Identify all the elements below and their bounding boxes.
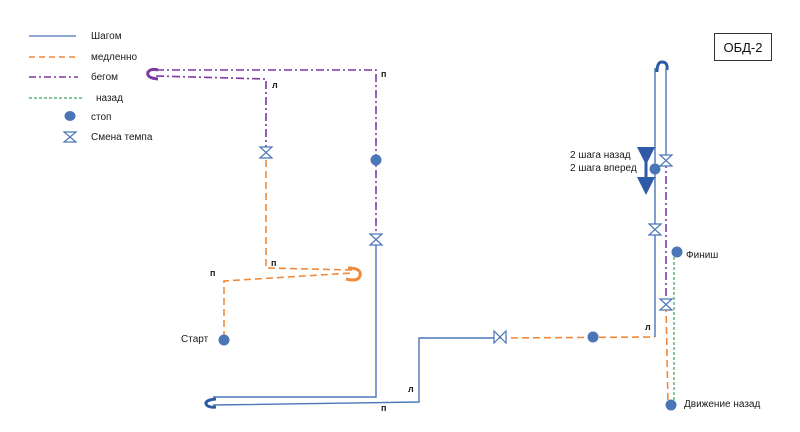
- stop-steps-icon: [649, 163, 661, 175]
- turn-label-left: л: [645, 322, 651, 332]
- stop-start-icon: [218, 334, 230, 346]
- u-turn-purple-icon: [146, 67, 159, 81]
- steps-forward-label: 2 шага вперед: [570, 163, 637, 174]
- title-badge: ОБД-2: [714, 33, 772, 61]
- stop-run-icon: [370, 154, 382, 166]
- route-run-top: [155, 75, 267, 153]
- tempo-change-center-icon: [368, 233, 384, 246]
- route-slow-start: [223, 272, 353, 338]
- finish-label: Финиш: [686, 250, 718, 261]
- u-turn-blue-left-icon: [204, 397, 217, 409]
- tempo-change-right1-icon: [658, 154, 674, 167]
- tempo-change-bottom-icon: [493, 329, 507, 345]
- route-run-right: [156, 69, 377, 240]
- turn-label-left: л: [272, 80, 278, 90]
- legend-stop-icon: [64, 111, 76, 121]
- legend: Шагом медленно бегом назад стоп Смена те…: [29, 31, 153, 143]
- turn-label-right: п: [381, 69, 386, 79]
- stop-bottom-icon: [587, 331, 599, 343]
- stop-backward-icon: [665, 399, 677, 411]
- turn-label-right: п: [381, 403, 386, 413]
- u-turn-orange-icon: [345, 266, 362, 282]
- turn-label-right: п: [271, 258, 276, 268]
- steps-back-label: 2 шага назад: [570, 150, 631, 161]
- tempo-change-right2-icon: [647, 223, 663, 236]
- legend-tempo-icon: [62, 131, 78, 143]
- route-slow-right-down: [665, 304, 669, 406]
- turn-label-left: л: [408, 384, 414, 394]
- route-slow-return: [265, 153, 353, 271]
- stop-finish-icon: [671, 246, 683, 258]
- legend-walk-label: Шагом: [91, 31, 122, 42]
- route-slow-bottom: [499, 336, 656, 339]
- route-walk-return: [212, 337, 500, 406]
- start-label: Старт: [181, 334, 209, 345]
- legend-tempo-label: Смена темпа: [91, 132, 153, 143]
- legend-back-label: назад: [96, 93, 123, 104]
- route-walk-down: [213, 240, 377, 398]
- legend-stop-label: стоп: [91, 112, 111, 123]
- backward-move-label: Движение назад: [684, 399, 760, 410]
- u-turn-blue-top-icon: [655, 60, 669, 73]
- tempo-change-left-icon: [258, 146, 274, 159]
- legend-run-label: бегом: [91, 71, 118, 83]
- turn-label-right: п: [210, 268, 215, 278]
- legend-slow-label: медленно: [91, 52, 137, 63]
- tempo-change-right3-icon: [658, 298, 674, 311]
